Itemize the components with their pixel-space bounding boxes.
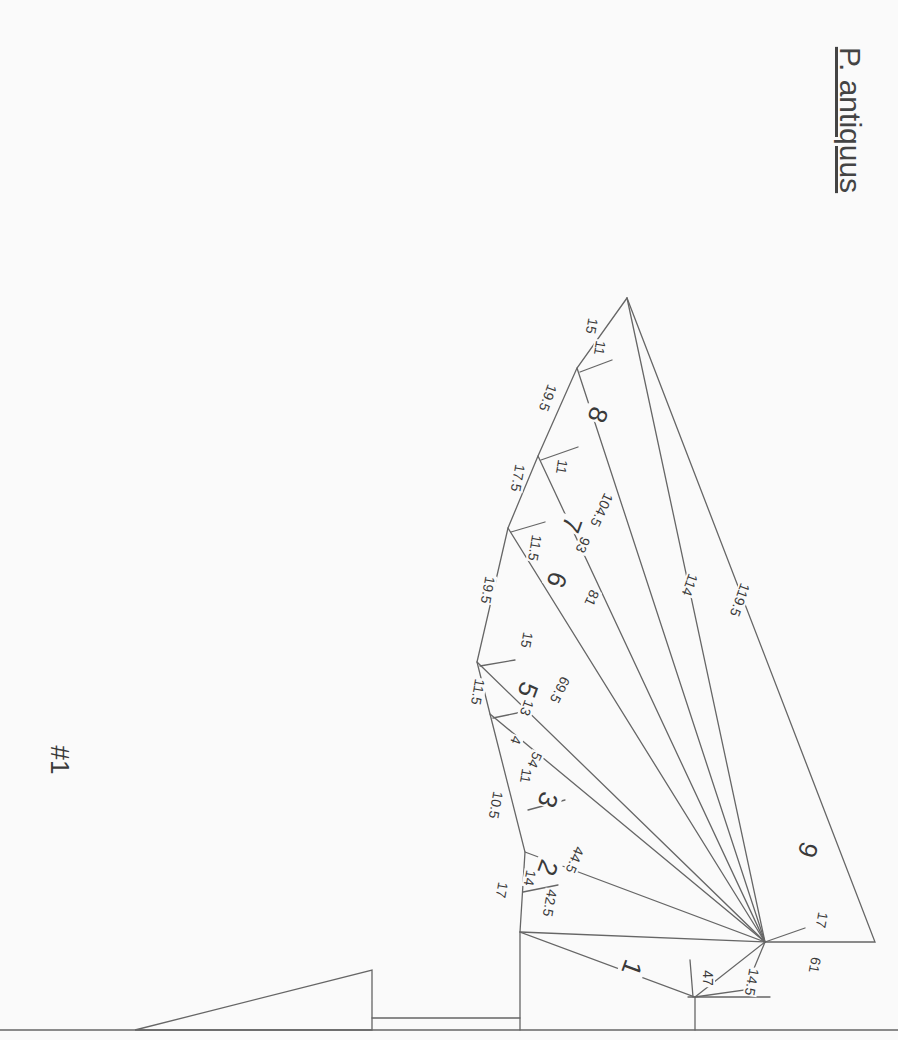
measurement: 11 [554, 458, 571, 477]
measurement: 13 [517, 697, 536, 718]
measurement: 44.5 [563, 844, 587, 876]
measurement: 4 [508, 733, 525, 747]
measurement: 11 [518, 767, 535, 786]
measurement: 19.5 [536, 382, 559, 414]
measurement: 11.5 [526, 533, 545, 563]
height-ticks [480, 360, 693, 997]
sheet-number: #1 [47, 745, 73, 776]
measurement: 14.5 [743, 966, 762, 997]
measurement: 114 [679, 571, 700, 599]
measurement: 15 [584, 316, 601, 336]
measurement: 19.5 [479, 574, 498, 605]
measurement: 61 [807, 955, 824, 975]
measurement: 17 [494, 880, 511, 900]
measurement: 6 [542, 568, 572, 592]
measurement: 9 [793, 838, 823, 862]
measurement: 1 [617, 956, 647, 980]
measurement: 7 [557, 513, 587, 537]
measurement: 104.5 [588, 490, 616, 529]
measurement: 81 [582, 587, 602, 609]
title: P. antiquus [835, 46, 865, 194]
measurement: 8 [583, 403, 613, 427]
measurement: 47 [701, 969, 715, 987]
base-line [0, 1029, 898, 1030]
rays [477, 298, 805, 997]
measurement: 11 [592, 339, 609, 358]
measurement: 2 [533, 856, 563, 880]
measurement: 11.5 [469, 677, 488, 707]
wing-outline [477, 298, 765, 997]
step-line [372, 1017, 520, 1018]
measurement: 3 [533, 788, 563, 812]
measurement: 15 [519, 630, 536, 650]
measurement: 10.5 [487, 789, 506, 820]
post-line [694, 997, 695, 1030]
wing-outline [627, 298, 875, 942]
measurement: 42.5 [541, 887, 560, 918]
ramp [135, 970, 372, 1030]
post-line [519, 932, 520, 1030]
measurement: 69.5 [547, 674, 573, 706]
measurement: 17 [814, 910, 831, 930]
